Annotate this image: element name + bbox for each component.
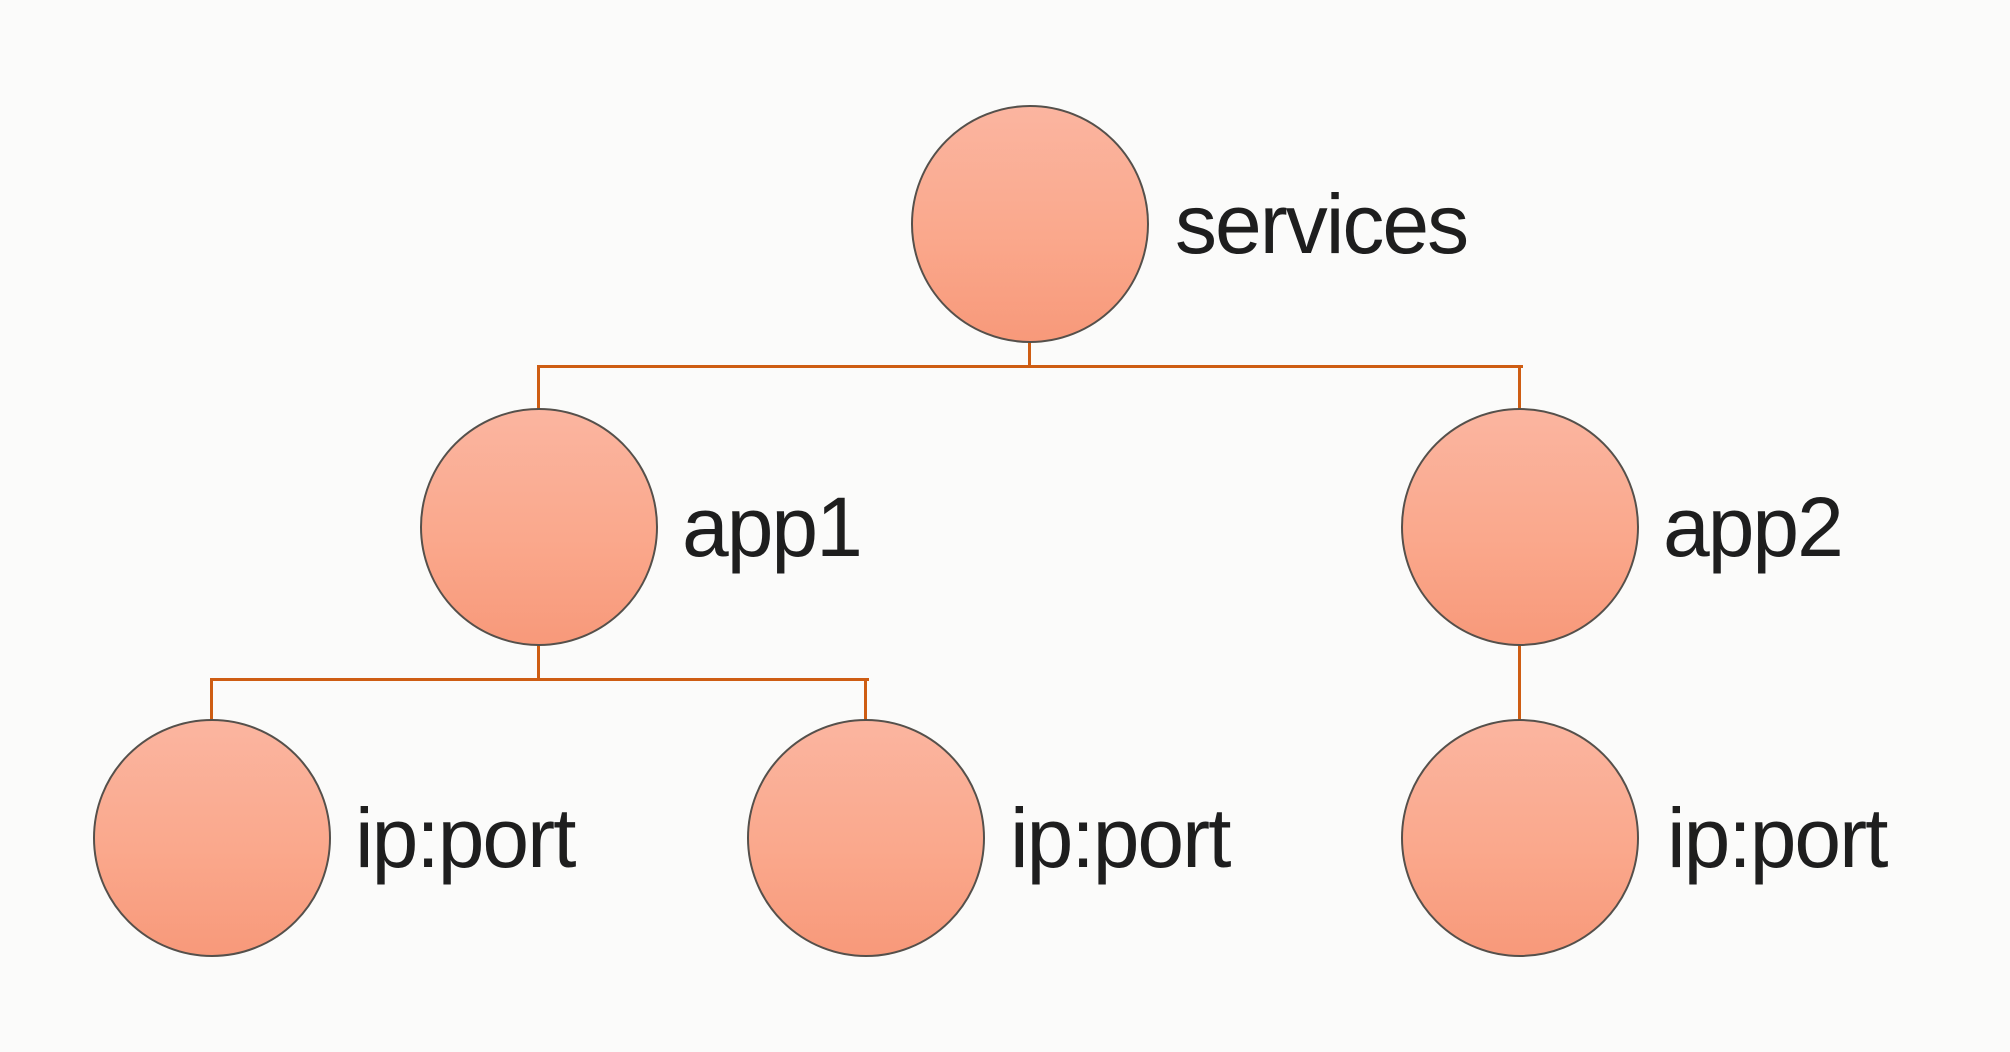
node-app2-circle — [1401, 408, 1639, 646]
node-app1-endpoint-2-circle — [747, 719, 985, 957]
node-services-label: services — [1175, 176, 1469, 271]
node-services-circle — [911, 105, 1149, 343]
connector-drop-app1 — [537, 365, 540, 410]
connector-app1-rail — [210, 678, 869, 681]
node-app2-endpoint-1-circle — [1401, 719, 1639, 957]
connector-drop-app2 — [1518, 365, 1521, 414]
connector-drop-endpoint-2 — [864, 678, 867, 720]
node-app2-label: app2 — [1663, 479, 1844, 574]
node-app1-endpoint-2-label: ip:port — [1010, 790, 1231, 885]
node-app1-label: app1 — [682, 479, 863, 574]
connector-services-rail — [537, 365, 1523, 368]
connector-drop-endpoint-1 — [210, 678, 213, 720]
node-app1-circle — [420, 408, 658, 646]
node-app2-endpoint-1-label: ip:port — [1667, 790, 1888, 885]
node-app1-endpoint-1-circle — [93, 719, 331, 957]
connector-app1-stem — [537, 641, 540, 681]
node-app1-endpoint-1-label: ip:port — [355, 790, 576, 885]
connector-services-stem — [1028, 343, 1031, 368]
connector-app2-endpoint — [1518, 644, 1521, 721]
